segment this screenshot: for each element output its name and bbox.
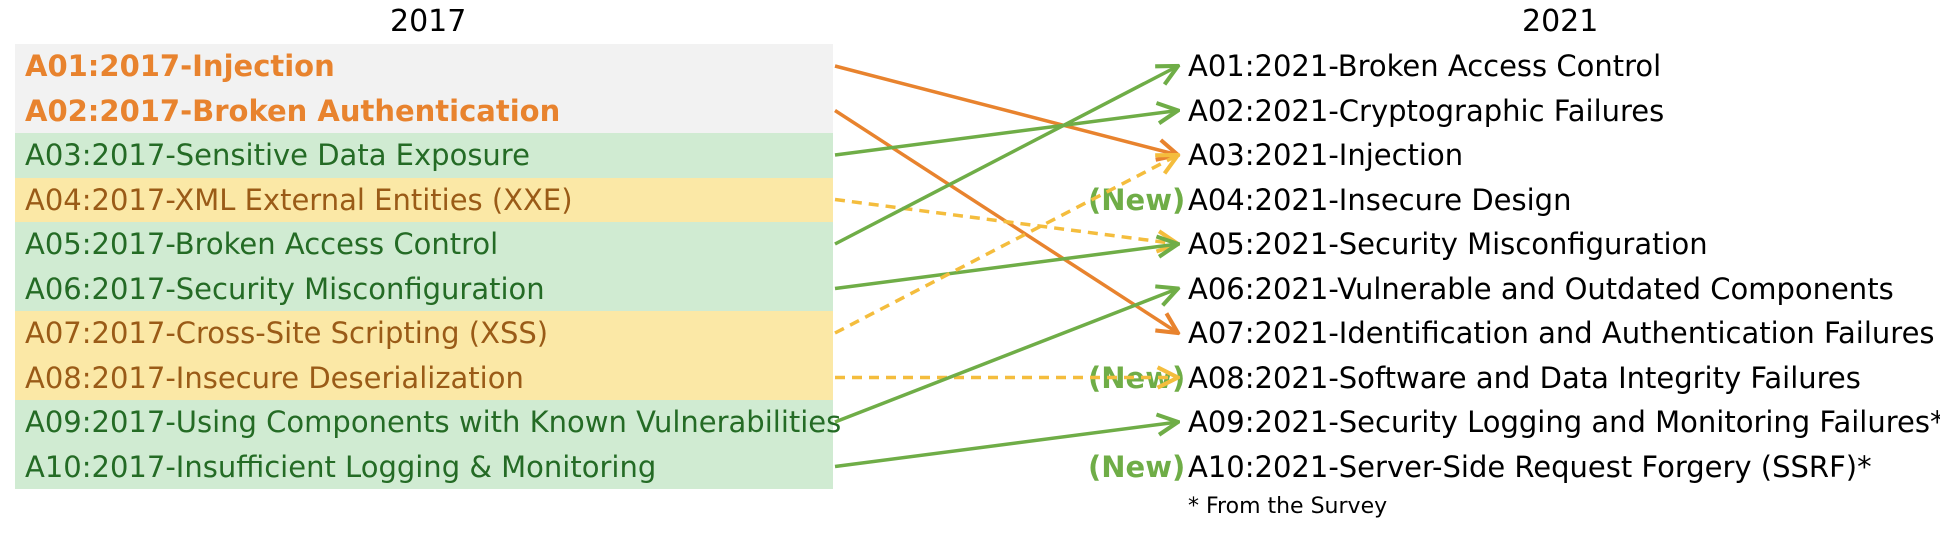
mapping-arrow [834, 111, 1178, 157]
list-item-2017: A01:2017-Injection [15, 44, 833, 89]
list-item-2021: A07:2021-Identification and Authenticati… [1188, 316, 1935, 350]
list-item-2021: A08:2021-Software and Data Integrity Fai… [1188, 360, 1861, 395]
column-title-2017: 2017 [390, 4, 467, 39]
list-item-2017: A09:2017-Using Components with Known Vul… [15, 400, 841, 445]
mapping-arrow [834, 66, 1178, 246]
footnote: * From the Survey [1188, 494, 1388, 519]
list-item-2017: A02:2017-Broken Authentication [15, 88, 833, 133]
list-item-2017: A04:2017-XML External Entities (XXE) [15, 177, 833, 222]
mapping-arrow [834, 155, 1178, 335]
list-item-2017: A03:2017-Sensitive Data Exposure [15, 133, 833, 178]
list-item-2021: A06:2021-Vulnerable and Outdated Compone… [1188, 271, 1894, 306]
new-badge: (New) [1088, 182, 1186, 217]
list-item-2021: A05:2021-Security Misconfiguration [1188, 227, 1708, 261]
list-item-2017: A10:2017-Insufficient Logging & Monitori… [15, 444, 833, 489]
list-item-2021: A01:2021-Broken Access Control [1188, 49, 1662, 83]
column-title-2021: 2021 [1522, 4, 1599, 39]
list-item-2017: A08:2017-Insecure Deserialization [15, 355, 833, 400]
mapping-arrow [834, 197, 1178, 245]
mapping-arrow [834, 422, 1178, 469]
list-item-2021: A04:2021-Insecure Design [1188, 182, 1572, 217]
list-item-2017: A05:2017-Broken Access Control [15, 222, 833, 267]
new-badge: (New) [1088, 449, 1186, 484]
list-item-2017: A07:2017-Cross-Site Scripting (XSS) [15, 311, 833, 356]
list-item-2021: A03:2021-Injection [1188, 138, 1464, 172]
mapping-arrow [834, 244, 1178, 291]
list-item-2021: A10:2021-Server-Side Request Forgery (SS… [1188, 449, 1872, 484]
list-item-2021: A02:2021-Cryptographic Failures [1188, 93, 1665, 128]
mapping-arrow [834, 289, 1178, 424]
list-item-2021: A09:2021-Security Logging and Monitoring… [1188, 405, 1940, 439]
list-item-2017: A06:2017-Security Misconfiguration [15, 266, 833, 311]
mapping-arrow [834, 64, 1178, 155]
